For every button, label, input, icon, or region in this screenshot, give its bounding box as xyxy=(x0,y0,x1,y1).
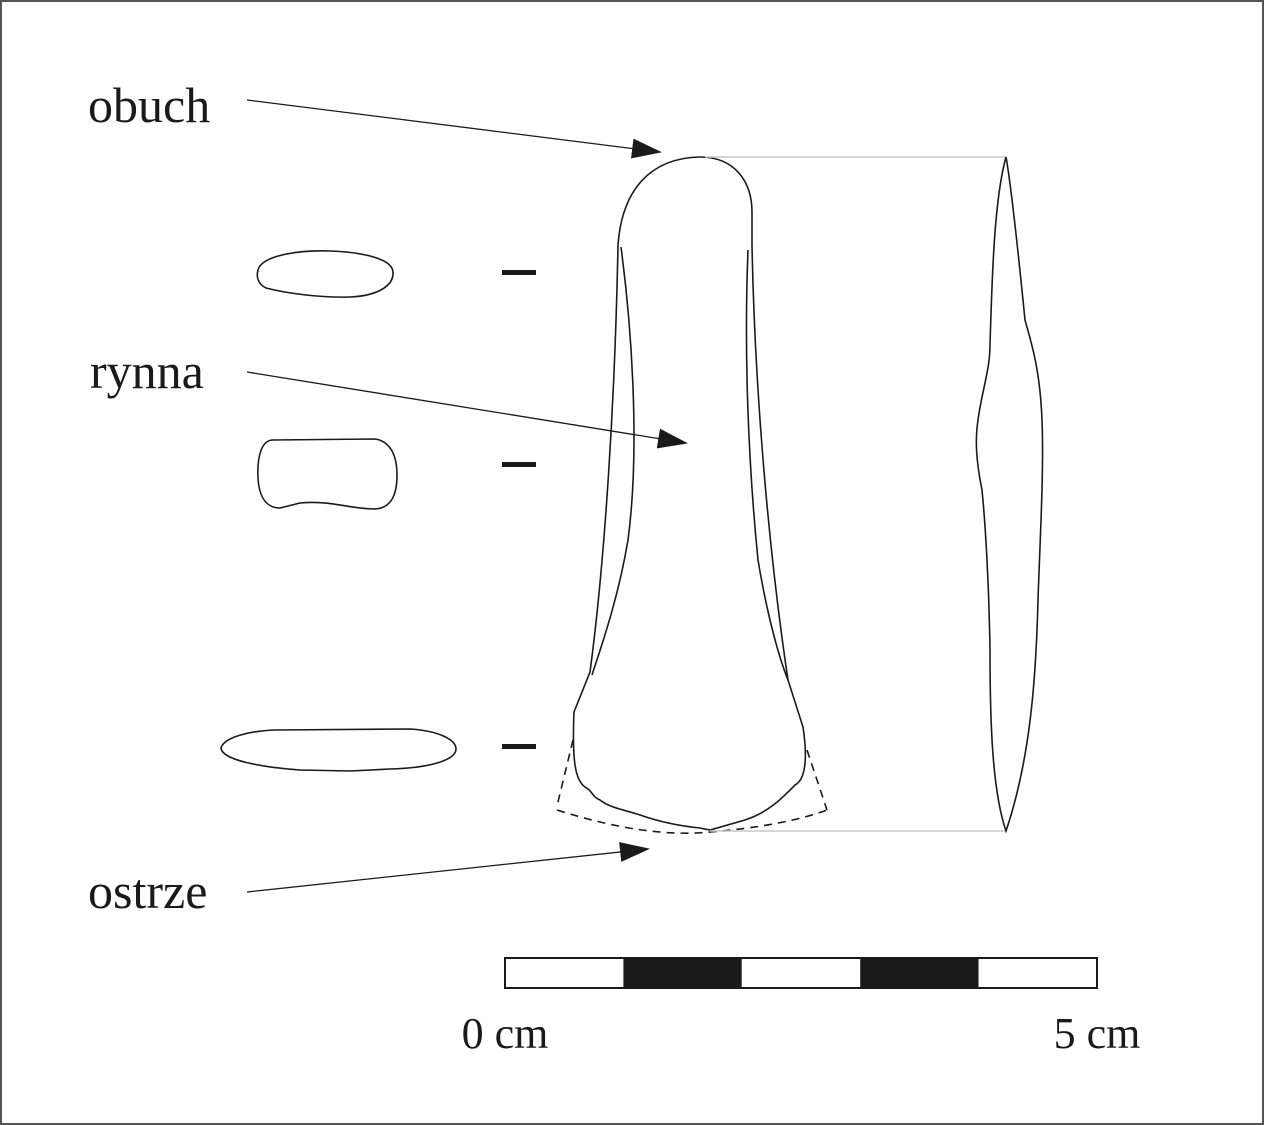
scale-bar-border xyxy=(504,957,1098,989)
cross-section-middle xyxy=(257,438,398,510)
label-rynna: rynna xyxy=(90,343,204,399)
scale-segment xyxy=(623,958,742,988)
scale-label-end: 5 cm xyxy=(1054,1009,1141,1058)
arrow-ostrze xyxy=(246,842,650,893)
cross-section-top xyxy=(256,250,394,298)
label-ostrze: ostrze xyxy=(88,863,207,919)
arrow-obuch xyxy=(246,99,662,159)
scale-segment xyxy=(741,958,861,988)
scale-segment xyxy=(978,958,1097,988)
cross-section-bottom xyxy=(220,728,457,772)
section-mark-bottom xyxy=(502,744,536,749)
axe-front-view xyxy=(556,156,828,834)
label-obuch: obuch xyxy=(88,77,210,133)
scale-label-start: 0 cm xyxy=(462,1009,549,1058)
axe-side-view xyxy=(975,156,1044,834)
scale-segment xyxy=(505,958,624,988)
section-mark-middle xyxy=(502,462,536,467)
section-mark-top xyxy=(502,270,536,275)
scale-segment xyxy=(860,958,979,988)
arrow-rynna xyxy=(246,371,688,449)
scale-bar xyxy=(504,957,1098,989)
